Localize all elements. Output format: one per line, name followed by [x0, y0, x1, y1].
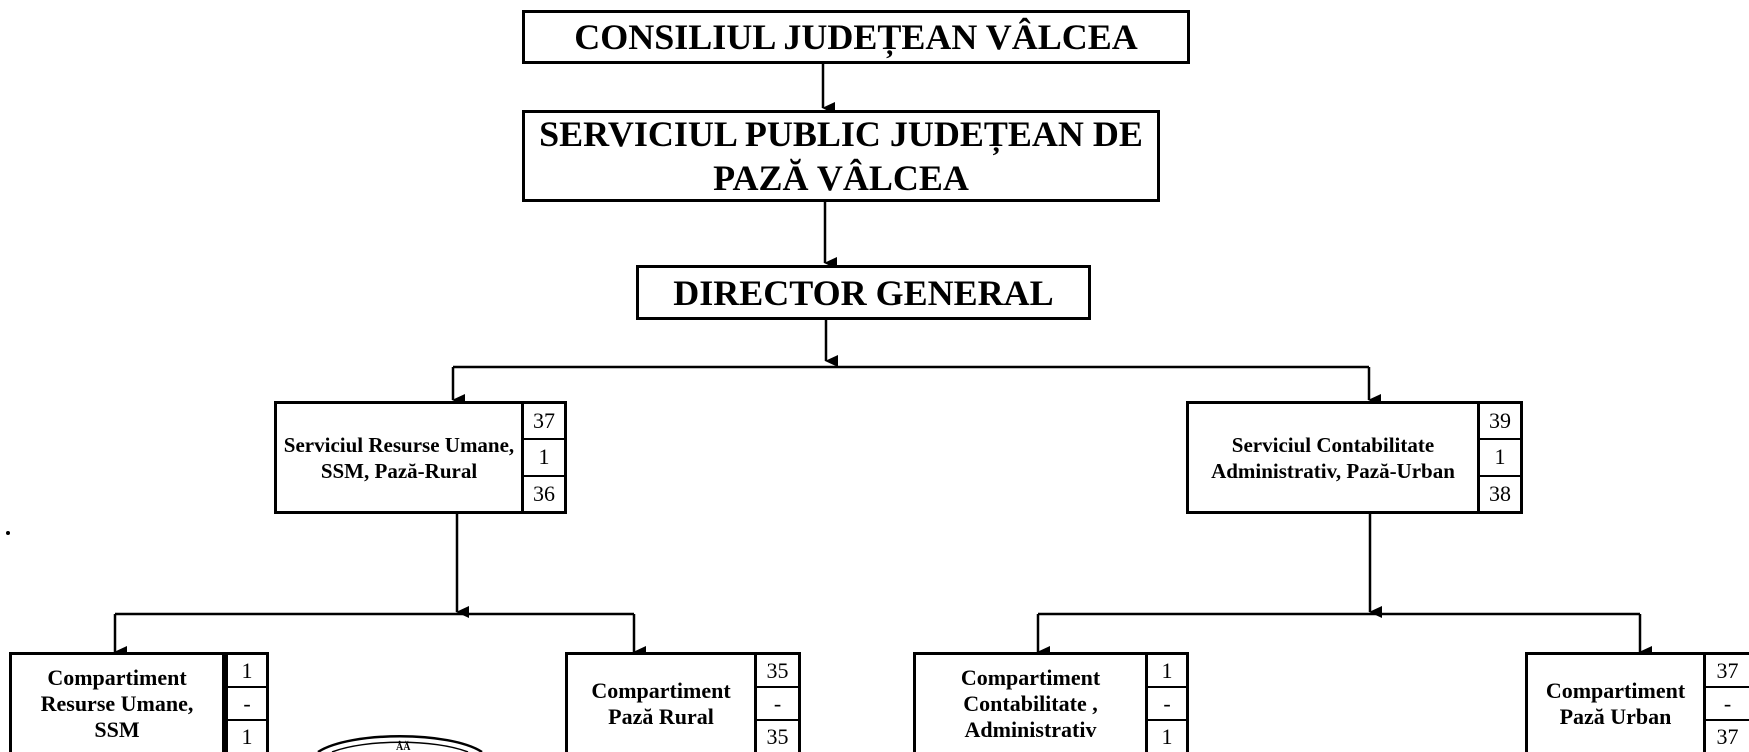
compartiment-paza-urban-label: Compartiment Pază Urban	[1545, 677, 1686, 729]
compartiment-contabilitate-label: Compartiment Contabilitate , Administrat…	[960, 664, 1101, 742]
serviciul-resurse-umane-label: Serviciul Resurse Umane, SSM, Pază-Rural	[283, 432, 515, 483]
serviciul-resurse-umane-counts: 37 1 36	[521, 401, 567, 514]
count-execution: 35	[757, 719, 798, 752]
count-management: -	[1706, 686, 1749, 719]
compartiment-resurse-umane-label: Compartiment Resurse Umane, SSM	[40, 664, 194, 742]
count-management: -	[757, 686, 798, 719]
count-total: 39	[1489, 408, 1511, 434]
compartiment-resurse-umane-box: Compartiment Resurse Umane, SSM	[9, 652, 225, 752]
count-management: -	[1148, 686, 1186, 719]
count-total: 1	[1161, 657, 1173, 683]
director-general-box: DIRECTOR GENERAL	[636, 265, 1091, 320]
consiliul-judetean-label: CONSILIUL JUDEȚEAN VÂLCEA	[574, 17, 1138, 57]
count-management: 1	[524, 438, 564, 474]
serviciul-public-label: SERVICIUL PUBLIC JUDEȚEAN DE PAZĂ VÂLCEA	[539, 114, 1143, 198]
compartiment-paza-urban-box: Compartiment Pază Urban	[1525, 652, 1706, 752]
count-total: 35	[766, 657, 789, 683]
compartiment-contabilitate-box: Compartiment Contabilitate , Administrat…	[913, 652, 1148, 752]
compartiment-resurse-umane-counts: 1 - 1	[225, 652, 269, 752]
count-total: 37	[1716, 657, 1739, 683]
compartiment-paza-rural-counts: 35 - 35	[754, 652, 801, 752]
stray-dot	[6, 531, 10, 535]
director-general-label: DIRECTOR GENERAL	[673, 272, 1054, 313]
count-management: -	[228, 686, 266, 719]
compartiment-paza-rural-label: Compartiment Pază Rural	[591, 677, 731, 729]
count-total: 37	[533, 408, 555, 434]
count-execution: 1	[228, 719, 266, 752]
count-total: 1	[241, 657, 253, 683]
serviciul-contabilitate-counts: 39 1 38	[1477, 401, 1523, 514]
serviciul-contabilitate-box: Serviciul Contabilitate Administrativ, P…	[1186, 401, 1480, 514]
count-management: 1	[1480, 438, 1520, 474]
official-stamp: ÂĂ	[317, 735, 483, 752]
count-execution: 1	[1148, 719, 1186, 752]
serviciul-contabilitate-label: Serviciul Contabilitate Administrativ, P…	[1211, 432, 1455, 483]
count-execution: 37	[1706, 719, 1749, 752]
count-execution: 36	[524, 474, 564, 511]
svg-text:ÂĂ: ÂĂ	[396, 741, 411, 752]
serviciul-public-box: SERVICIUL PUBLIC JUDEȚEAN DE PAZĂ VÂLCEA	[522, 110, 1160, 202]
compartiment-paza-urban-counts: 37 - 37	[1703, 652, 1749, 752]
serviciul-resurse-umane-box: Serviciul Resurse Umane, SSM, Pază-Rural	[274, 401, 524, 514]
compartiment-contabilitate-counts: 1 - 1	[1145, 652, 1189, 752]
count-execution: 38	[1480, 474, 1520, 511]
compartiment-paza-rural-box: Compartiment Pază Rural	[565, 652, 757, 752]
consiliul-judetean-box: CONSILIUL JUDEȚEAN VÂLCEA	[522, 10, 1190, 64]
